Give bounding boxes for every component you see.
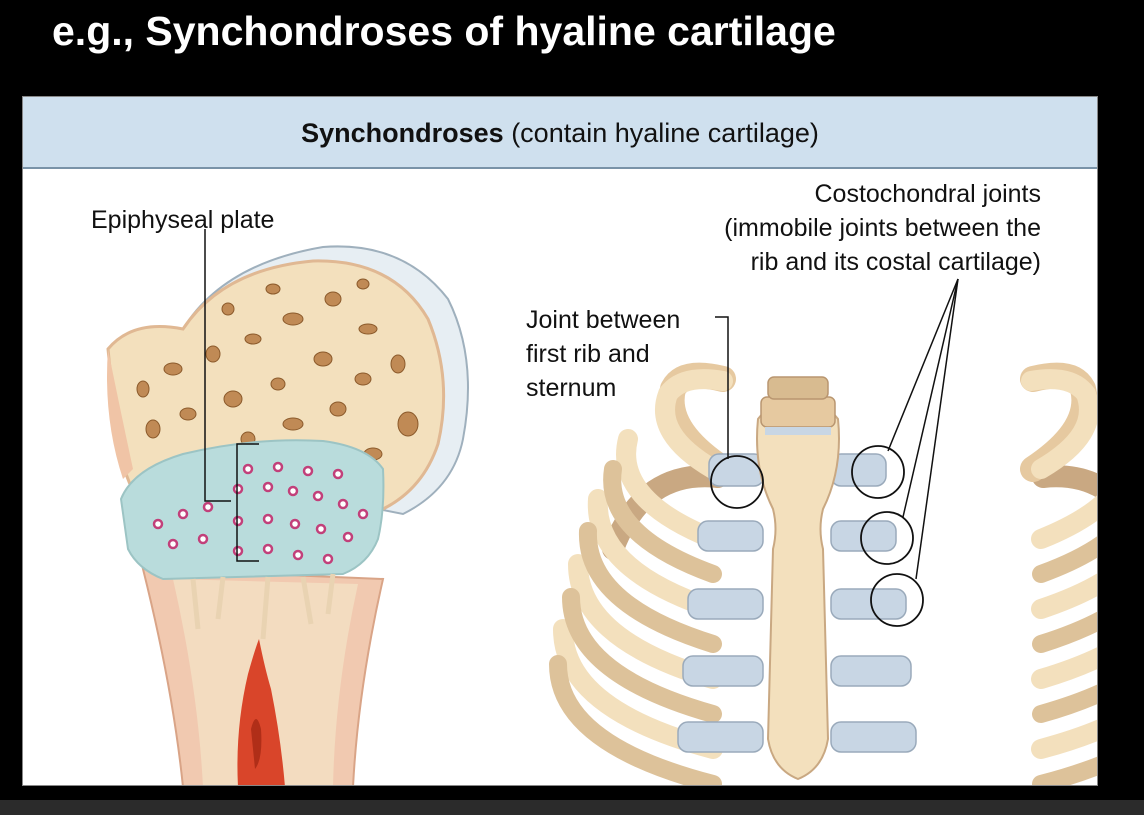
epiphyseal-plate-bracket: [236, 443, 259, 562]
marrow-cavity: [237, 639, 285, 785]
first-rib-joint-label-line2: first rib and: [526, 340, 650, 368]
epiphyseal-plate-label: Epiphyseal plate: [91, 206, 275, 234]
costochondral-joint-circle-3: [870, 573, 924, 627]
synchondroses-illustration: [106, 229, 1097, 785]
first-rib-joint-label-line3: sternum: [526, 374, 617, 402]
costochondral-joint-circle-2: [860, 511, 914, 565]
humerus-illustration: [106, 229, 469, 785]
epiphyseal-plate: [119, 439, 385, 581]
banner-rest-text: (contain hyaline cartilage): [503, 118, 819, 148]
banner-bold-text: Synchondroses: [301, 118, 504, 148]
slide-title: e.g., Synchondroses of hyaline cartilage: [52, 8, 836, 54]
costochondral-leaders: [887, 278, 959, 580]
epiphyseal-plate-leader: [204, 229, 231, 502]
figure-banner: Synchondroses (contain hyaline cartilage…: [23, 97, 1097, 169]
first-rib-joint-label-line1: Joint between: [526, 306, 681, 334]
first-rib-joint-leader: [715, 316, 729, 459]
costochondral-label-line2: (immobile joints between the: [724, 214, 1041, 242]
costochondral-joint-circle-1: [851, 445, 905, 499]
costochondral-label-line1: Costochondral joints: [814, 180, 1041, 208]
sternum: [756, 399, 840, 781]
bottom-bar: [0, 800, 1144, 815]
costochondral-label-line3: rib and its costal cartilage): [750, 248, 1041, 276]
manubrium: [760, 396, 836, 428]
figure-panel: Synchondroses (contain hyaline cartilage…: [22, 96, 1098, 786]
first-rib-joint-circle: [710, 455, 764, 509]
rib-cage-illustration: [549, 278, 1097, 785]
